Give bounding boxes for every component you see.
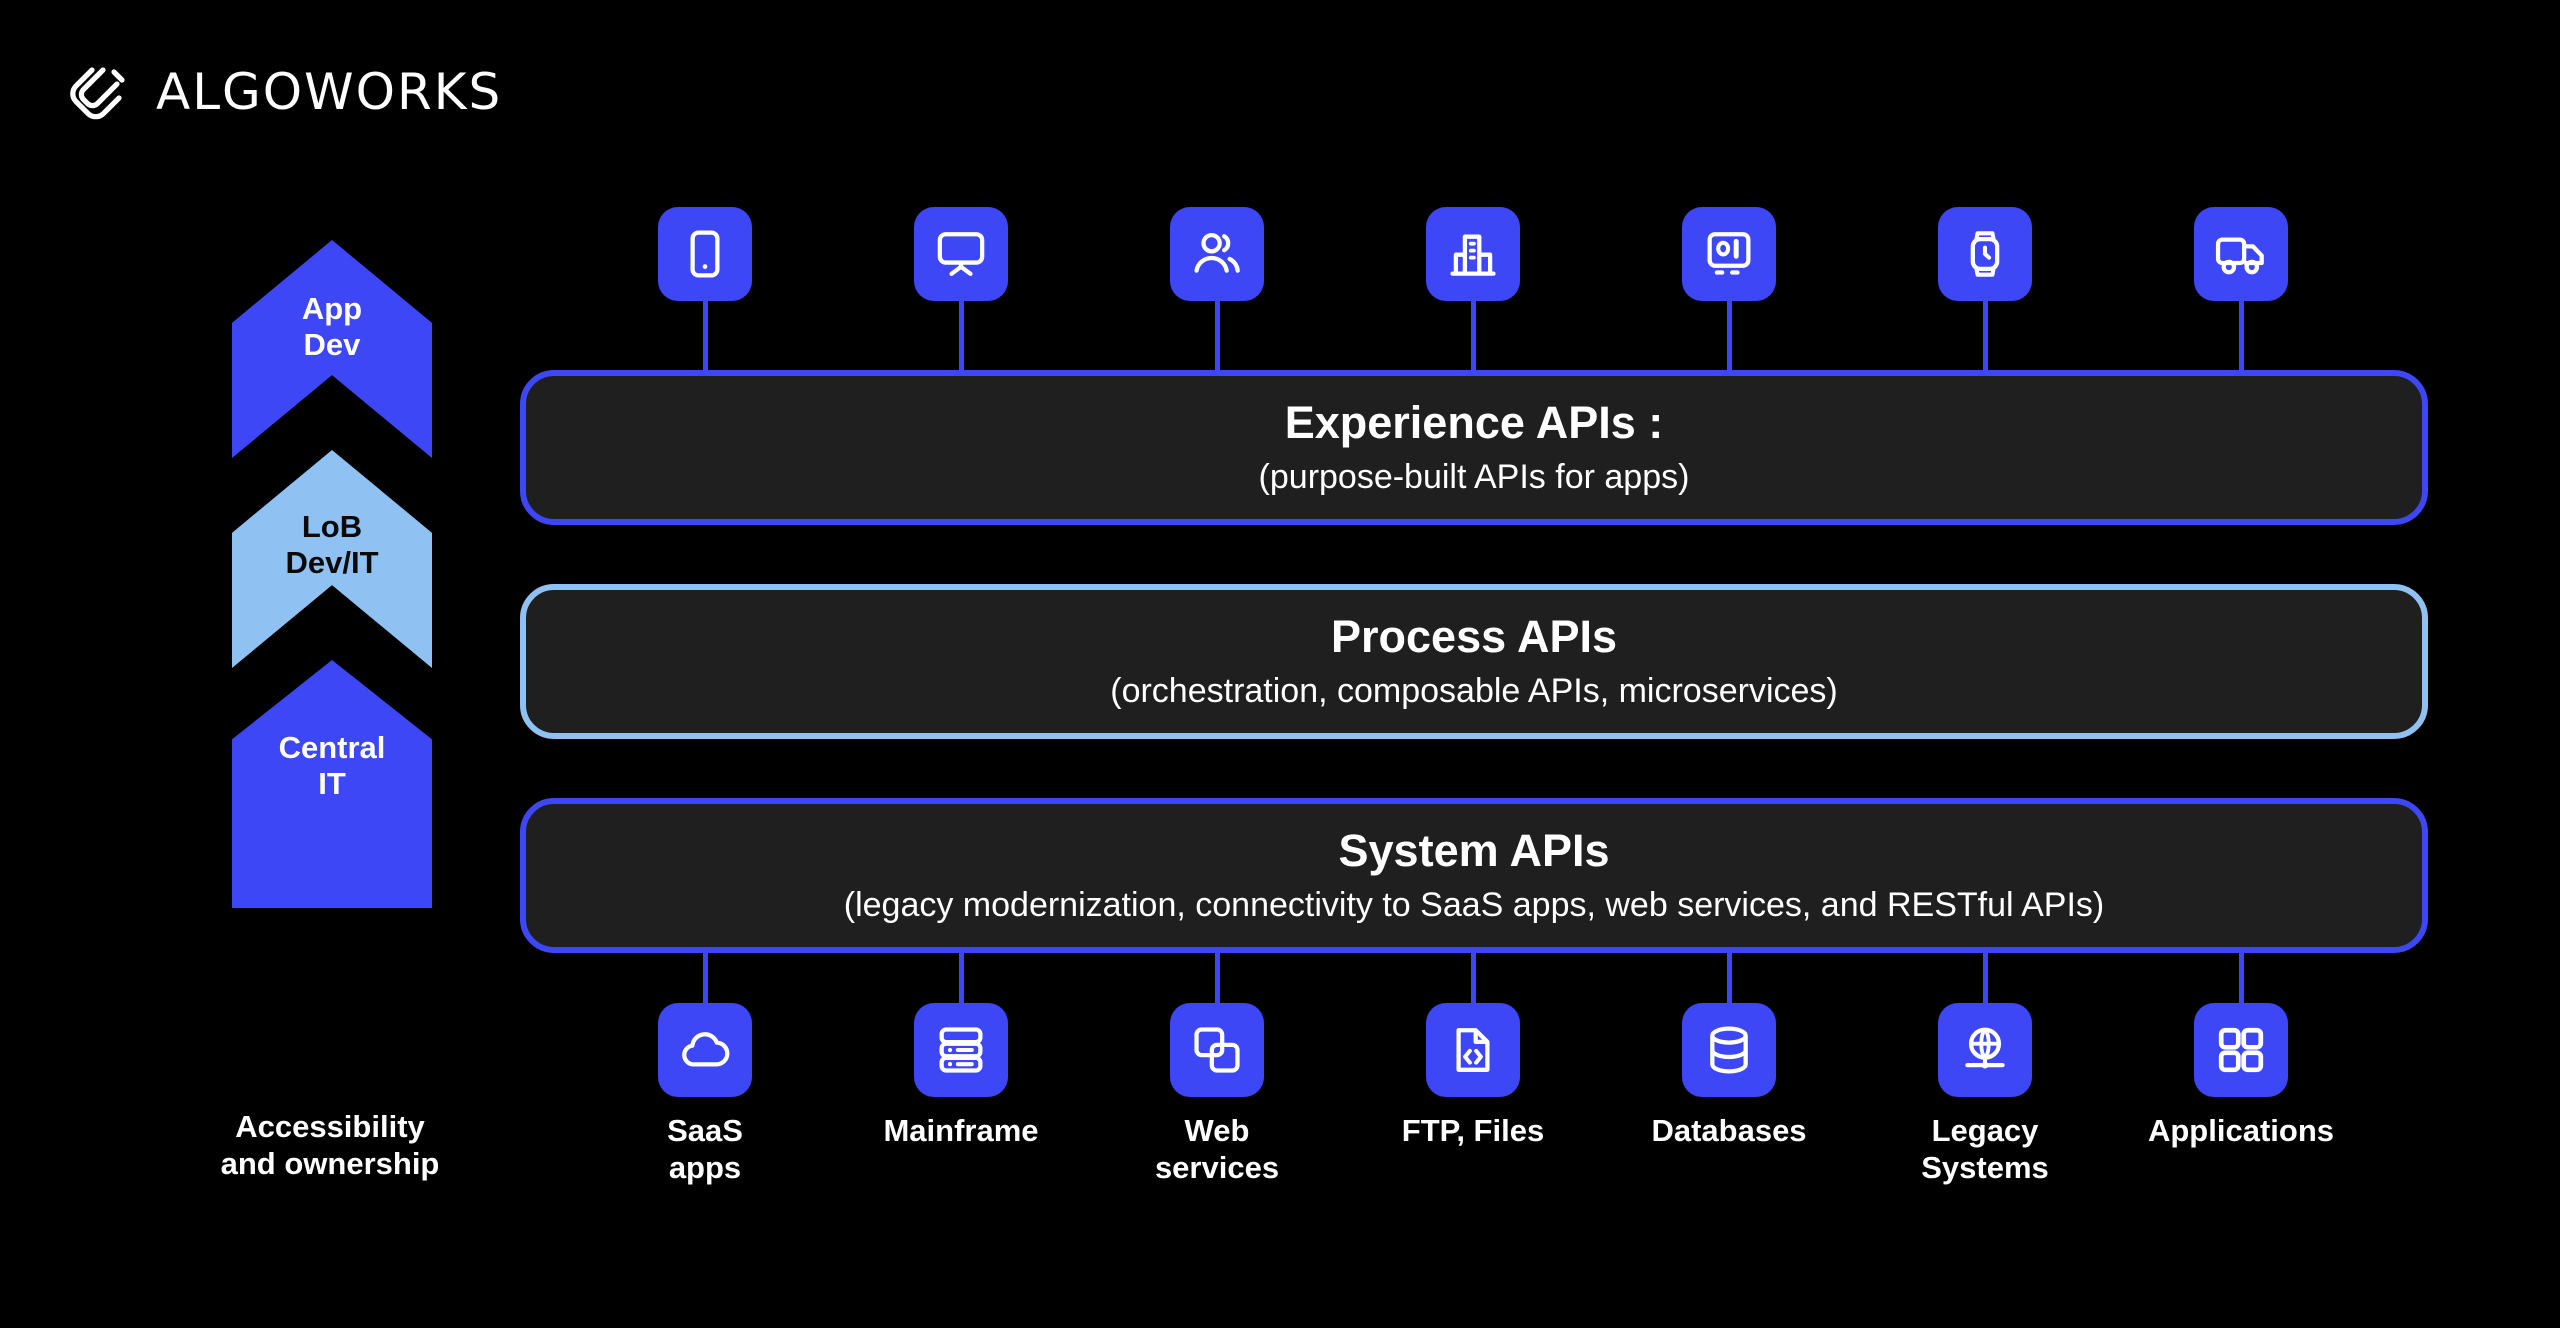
bottom-label-saas-line1: SaaS [667,1113,743,1148]
panel-process-title: Process APIs [1331,611,1617,663]
connector-top-5 [1727,300,1732,380]
kiosk-monitor-icon [1702,227,1756,281]
connector-top-7 [2239,300,2244,380]
bottom-label-ftp-line1: FTP, Files [1401,1113,1545,1148]
bottom-label-ftp-files: FTP, Files [1353,1112,1593,1149]
connector-bottom-1 [703,953,708,1020]
algoworks-paperclip-mark-icon [62,56,134,128]
arrow-level-app-dev-line1: App [301,291,363,327]
connector-top-2 [959,300,964,380]
arrow-level-lob-line1: LoB [301,509,363,545]
bottom-label-legacy-line2: Systems [1921,1150,2049,1186]
bottom-label-applications-line1: Applications [2147,1113,2334,1148]
connector-bottom-2 [959,953,964,1020]
tv-display-icon-tile[interactable] [914,207,1008,301]
arrow-level-lob-dev-it-label: LoB Dev/IT [285,509,378,581]
arrow-level-app-dev: App Dev [232,240,432,458]
cloud-icon-tile[interactable] [658,1003,752,1097]
bottom-label-web-line1: Web [1184,1113,1250,1148]
arrow-caption-line2: and ownership [220,1146,440,1182]
bottom-label-applications: Applications [2121,1112,2361,1149]
stacked-windows-icon-tile[interactable] [1170,1003,1264,1097]
panel-system-title: System APIs [1338,825,1610,877]
tv-display-icon [934,227,988,281]
arrow-level-lob-dev-it: LoB Dev/IT [232,450,432,668]
bottom-label-saas-line2: apps [668,1150,742,1186]
arrow-level-central-it-line1: Central [278,730,386,766]
smartwatch-icon [1958,227,2012,281]
arrow-level-app-dev-line2: Dev [303,327,361,362]
bottom-label-saas-apps: SaaS apps [585,1112,825,1186]
mobile-phone-icon [678,227,732,281]
connector-top-3 [1215,300,1220,380]
connector-top-4 [1471,300,1476,380]
users-group-icon [1190,227,1244,281]
app-grid-icon [2214,1023,2268,1077]
cloud-icon [678,1023,732,1077]
code-file-icon-tile[interactable] [1426,1003,1520,1097]
arrow-stack-caption: Accessibility and ownership [170,1108,490,1182]
server-rack-icon [934,1023,988,1077]
bottom-label-databases-line1: Databases [1651,1113,1807,1148]
connector-top-6 [1983,300,1988,380]
arrow-level-central-it-line2: IT [318,766,346,801]
kiosk-monitor-icon-tile[interactable] [1682,207,1776,301]
bottom-label-web-services: Web services [1097,1112,1337,1186]
arrow-level-central-it-label: Central IT [279,730,386,802]
server-rack-icon-tile[interactable] [914,1003,1008,1097]
brand-logo: ALGOWORKS [62,56,502,128]
code-file-icon [1446,1023,1500,1077]
delivery-truck-icon [2214,227,2268,281]
app-grid-icon-tile[interactable] [2194,1003,2288,1097]
panel-system-subtitle: (legacy modernization, connectivity to S… [843,885,2105,924]
office-building-icon-tile[interactable] [1426,207,1520,301]
arrow-caption-line1: Accessibility [235,1109,425,1144]
panel-experience-apis: Experience APIs : (purpose-built APIs fo… [520,370,2428,525]
panel-experience-title: Experience APIs : [1284,397,1664,449]
connector-bottom-6 [1983,953,1988,1020]
ownership-arrow-stack: App Dev LoB Dev/IT Central IT [232,240,432,908]
panel-process-subtitle: (orchestration, composable APIs, microse… [1110,671,1838,710]
stacked-windows-icon [1190,1023,1244,1077]
bottom-label-mainframe: Mainframe [841,1112,1081,1149]
panel-system-apis: System APIs (legacy modernization, conne… [520,798,2428,953]
panel-experience-subtitle: (purpose-built APIs for apps) [1258,457,1690,496]
arrow-level-lob-line2: Dev/IT [285,545,379,580]
brand-name: ALGOWORKS [156,63,503,121]
arrow-level-app-dev-label: App Dev [302,291,362,363]
bottom-label-legacy-line1: Legacy [1931,1113,2039,1148]
connector-bottom-3 [1215,953,1220,1020]
database-icon-tile[interactable] [1682,1003,1776,1097]
database-icon [1702,1023,1756,1077]
bottom-label-mainframe-line1: Mainframe [883,1113,1039,1148]
connector-bottom-4 [1471,953,1476,1020]
bottom-label-databases: Databases [1609,1112,1849,1149]
arrow-level-central-it: Central IT [232,660,432,908]
globe-network-icon [1958,1023,2012,1077]
mobile-phone-icon-tile[interactable] [658,207,752,301]
bottom-label-web-line2: services [1154,1150,1280,1186]
smartwatch-icon-tile[interactable] [1938,207,2032,301]
panel-process-apis: Process APIs (orchestration, composable … [520,584,2428,739]
globe-network-icon-tile[interactable] [1938,1003,2032,1097]
connector-top-1 [703,300,708,380]
connector-bottom-7 [2239,953,2244,1020]
office-building-icon [1446,227,1500,281]
delivery-truck-icon-tile[interactable] [2194,207,2288,301]
connector-bottom-5 [1727,953,1732,1020]
bottom-label-legacy-systems: Legacy Systems [1865,1112,2105,1186]
users-group-icon-tile[interactable] [1170,207,1264,301]
